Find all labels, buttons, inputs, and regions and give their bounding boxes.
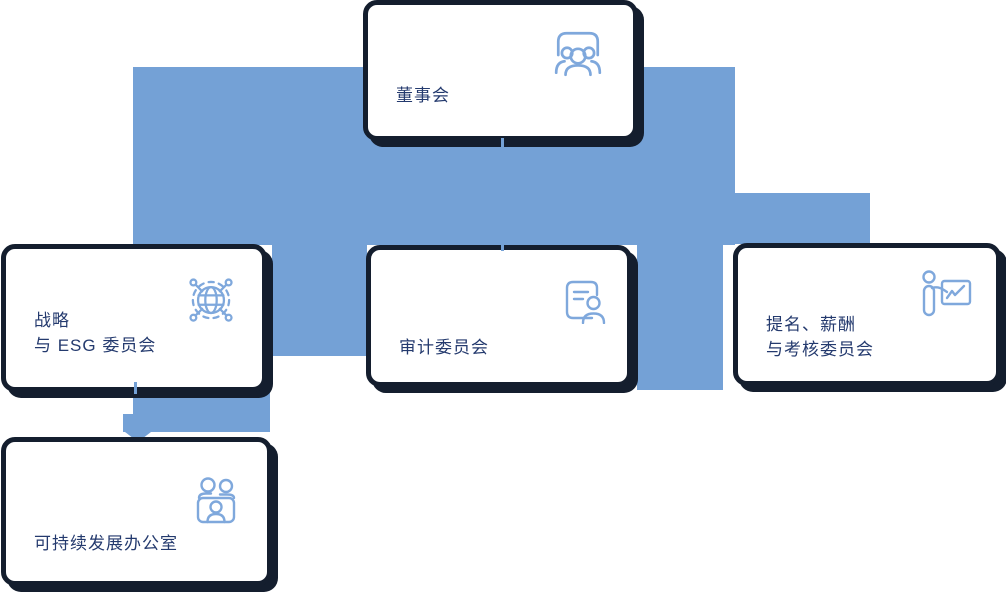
globe-network-icon (182, 269, 240, 327)
label-line-1: 战略 (34, 311, 70, 330)
node-sustainability-label: 可持续发展办公室 (34, 534, 178, 553)
node-board: 董事会 (363, 0, 638, 141)
node-strategy-esg-committee: 战略 与 ESG 委员会 (1, 244, 267, 392)
node-nomination-committee: 提名、薪酬 与考核委员会 (733, 243, 1001, 386)
label-line-1: 提名、薪酬 (766, 315, 856, 334)
connector-middle-right-column (637, 244, 723, 390)
label-line-2: 与 ESG 委员会 (34, 336, 157, 355)
connector-tick-audit-top (501, 243, 504, 251)
connector-tick-board-bottom (501, 138, 504, 150)
node-sustainability-office: 可持续发展办公室 (1, 437, 272, 586)
connector-office-stub-lower (123, 414, 270, 432)
node-strategy-esg-label: 战略 与 ESG 委员会 (34, 308, 156, 358)
connector-tick-strategy-bottom (134, 382, 137, 394)
people-group-icon (551, 27, 605, 81)
node-audit-committee: 审计委员会 (366, 245, 632, 387)
label-line-2: 与考核委员会 (766, 340, 874, 359)
node-nomination-label: 提名、薪酬 与考核委员会 (766, 312, 874, 362)
connector-right-band (648, 193, 870, 244)
connector-left-middle-column (272, 244, 367, 356)
audit-profile-icon (561, 276, 609, 324)
node-board-label: 董事会 (396, 86, 450, 105)
meeting-people-icon (191, 474, 241, 526)
label-line-1: 审计委员会 (399, 338, 489, 357)
node-audit-label: 审计委员会 (399, 335, 489, 360)
presentation-chart-icon (916, 268, 974, 318)
